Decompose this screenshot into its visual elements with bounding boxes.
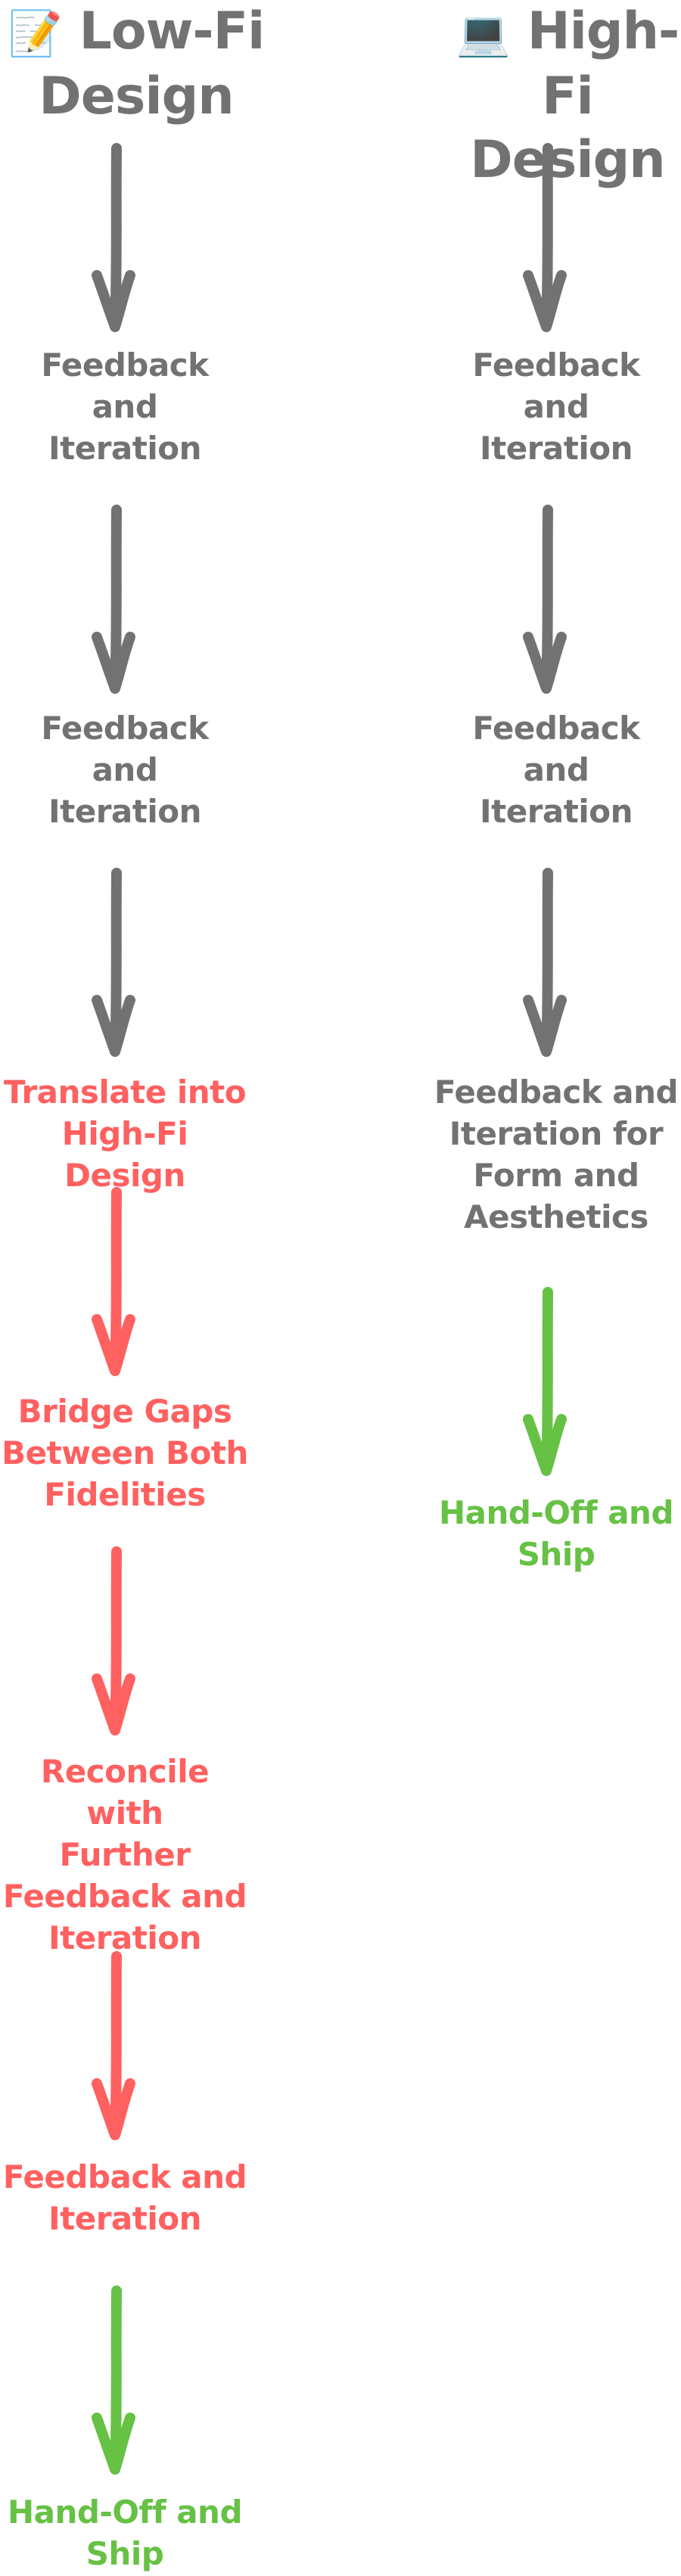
low-fi-title: Low-Fi [79, 2, 266, 61]
down-arrow-icon [523, 143, 567, 332]
down-arrow-icon [523, 868, 567, 1057]
memo-icon: 📝 [8, 8, 63, 59]
high-fi-heading: 💻 High-Fi Design [431, 0, 681, 192]
down-arrow-icon [523, 505, 567, 694]
laptop-icon: 💻 [456, 8, 511, 59]
down-arrow-icon [92, 505, 135, 694]
down-arrow-icon [92, 1546, 135, 1735]
high-fi-subtitle: Design [470, 130, 665, 190]
low-fi-subtitle: Design [39, 67, 234, 126]
down-arrow-icon [92, 868, 135, 1057]
high-fi-title: High-Fi [527, 2, 680, 126]
down-arrow-icon [92, 2285, 135, 2475]
down-arrow-icon [92, 1951, 135, 2140]
down-arrow-icon [523, 1287, 567, 1476]
low-fi-heading: 📝 Low-Fi Design [0, 0, 272, 129]
down-arrow-icon [92, 143, 135, 332]
down-arrow-icon [92, 1187, 135, 1376]
